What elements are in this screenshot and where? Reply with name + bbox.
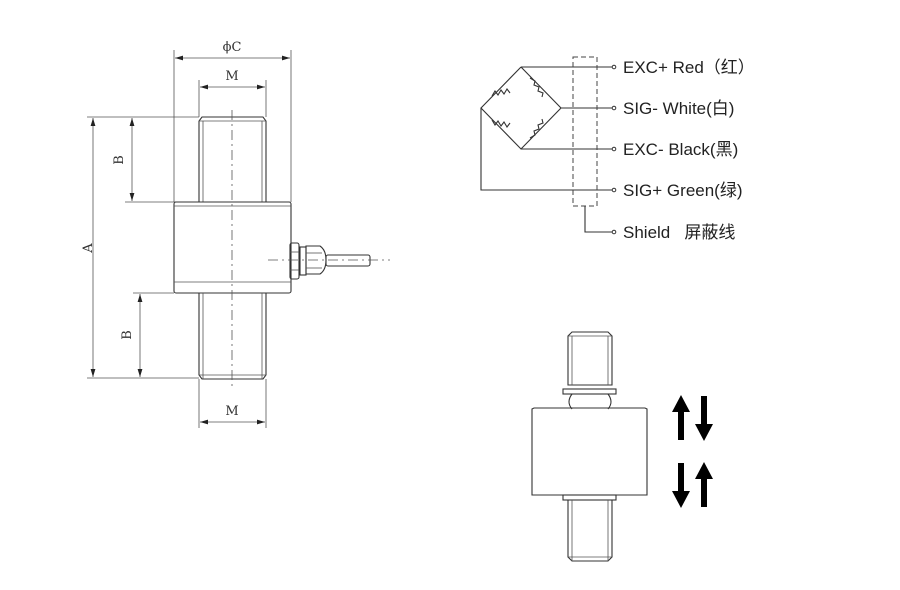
thread-bottom-label: M	[225, 404, 238, 419]
cable-gland	[268, 242, 390, 280]
shield-box	[572, 56, 598, 207]
arrow-down-icon	[672, 463, 690, 508]
wire-label-sig-plus: SIG+ Green(绿)	[623, 181, 743, 200]
wiring-diagram: EXC+ Red（红） SIG- White(白) EXC- Black(黑) …	[480, 56, 755, 242]
overall-length-label: A	[81, 243, 96, 254]
wire-label-sig-minus: SIG- White(白)	[623, 99, 734, 118]
wire-label-exc-plus: EXC+ Red（红）	[623, 58, 755, 77]
wire-label-exc-minus: EXC- Black(黑)	[623, 140, 738, 159]
arrow-down-icon	[695, 396, 713, 441]
arrow-up-icon	[672, 395, 690, 440]
wheatstone-bridge	[480, 66, 562, 150]
thread-length-bottom-label: B	[120, 330, 135, 340]
thread-top-label: M	[225, 69, 238, 84]
arrow-up-icon	[695, 462, 713, 507]
dimension-drawing: ϕC M M A B B	[81, 40, 390, 428]
diameter-label: ϕC	[223, 40, 242, 55]
thread-length-top-label: B	[112, 155, 127, 165]
load-direction-drawing	[531, 331, 713, 562]
wire-label-shield: Shield 屏蔽线	[623, 223, 735, 242]
